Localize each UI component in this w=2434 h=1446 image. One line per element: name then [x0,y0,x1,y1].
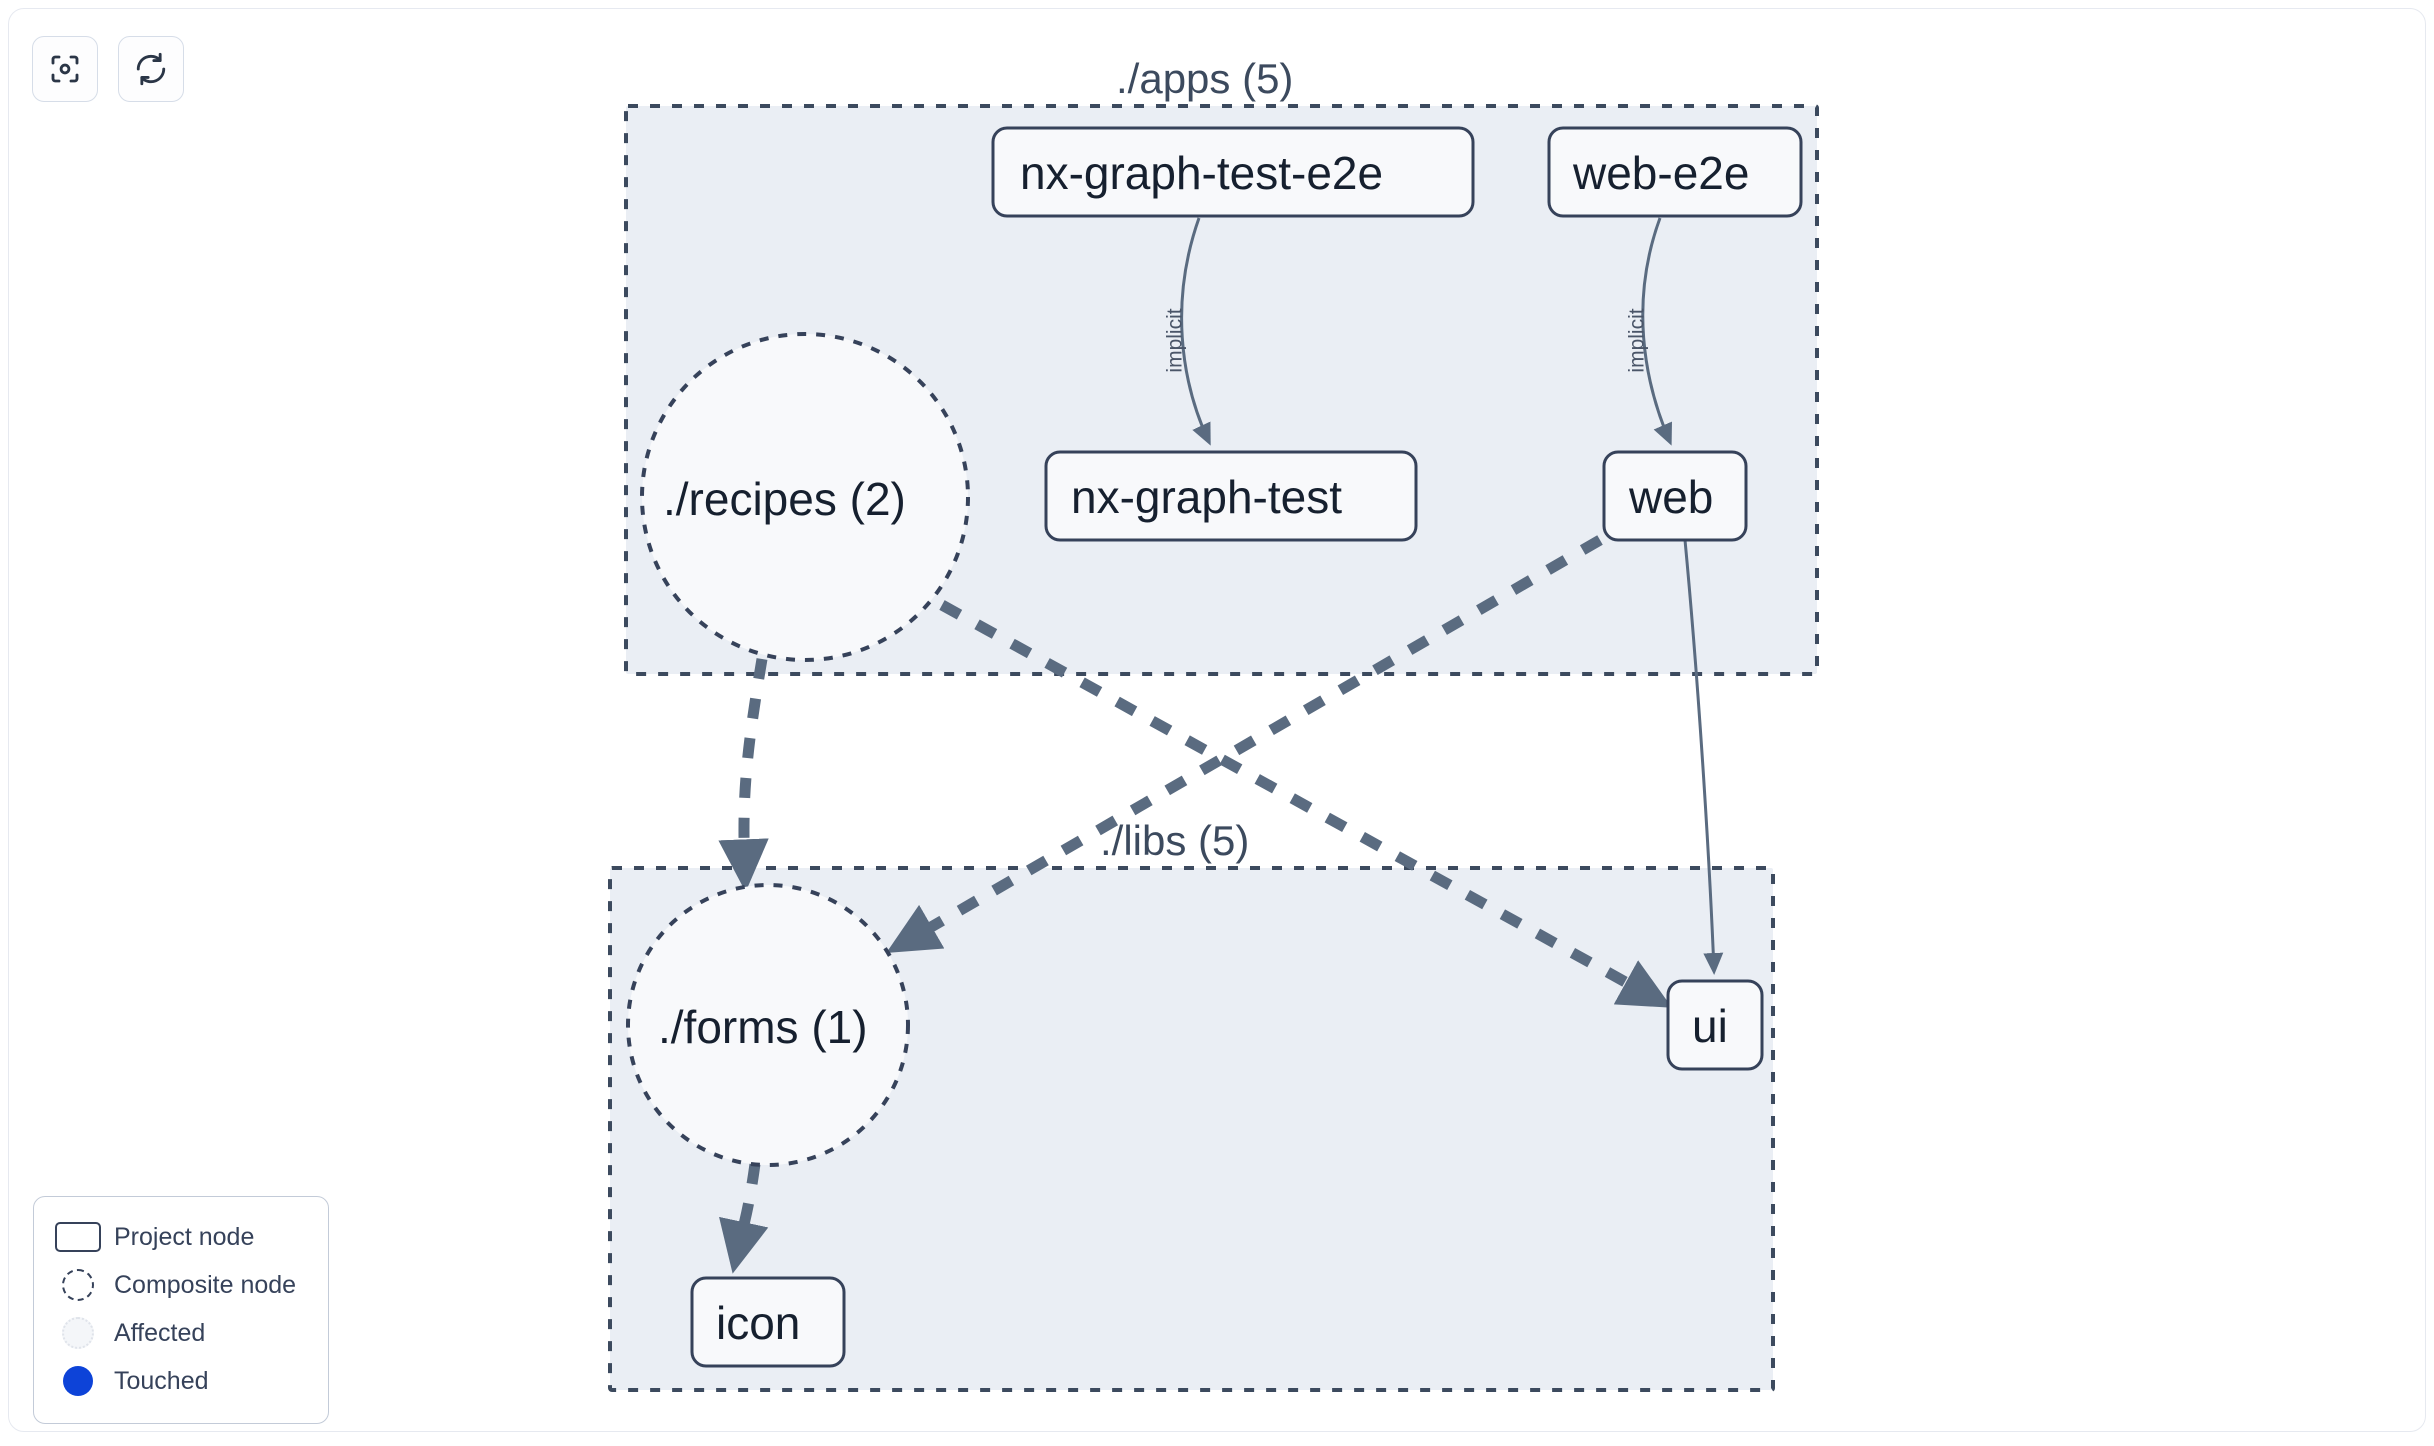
node-web-e2e[interactable] [1547,126,1803,218]
focus-graph-button[interactable] [32,36,98,102]
node-icon[interactable] [690,1276,846,1368]
node-nx-graph-test[interactable] [1044,450,1418,542]
node-forms[interactable] [626,883,910,1167]
refresh-icon [133,51,169,87]
composite-node-swatch [52,1269,104,1301]
legend-item-project-node: Project node [52,1213,310,1261]
focus-target-icon [47,51,83,87]
edge-web-to-forms[interactable] [886,535,1603,954]
affected-node-swatch [52,1317,104,1349]
legend-item-affected: Affected [52,1309,310,1357]
edge-nxgraphteste2e-to-nxgraphtest[interactable] [1180,217,1211,446]
edge-web-to-ui[interactable] [1683,539,1724,975]
graph-legend: Project node Composite node Affected Tou… [33,1196,329,1424]
node-recipes[interactable] [640,332,970,662]
graph-toolbar [32,36,184,102]
legend-item-composite-node: Composite node [52,1261,310,1309]
legend-item-touched: Touched [52,1357,310,1405]
legend-label-project-node: Project node [114,1222,255,1251]
project-node-swatch [52,1222,104,1252]
edge-recipes-to-ui[interactable] [939,600,1673,1008]
node-nx-graph-test-e2e[interactable] [991,126,1475,218]
touched-node-swatch [52,1366,104,1396]
legend-label-composite-node: Composite node [114,1270,297,1299]
legend-label-touched: Touched [114,1366,209,1395]
edge-forms-to-icon[interactable] [719,1163,769,1274]
refresh-graph-button[interactable] [118,36,184,102]
edge-recipes-to-forms[interactable] [718,658,769,893]
node-ui[interactable] [1666,979,1764,1071]
edge-webe2e-to-web[interactable] [1641,217,1672,446]
node-web[interactable] [1602,450,1748,542]
legend-label-affected: Affected [114,1318,206,1347]
